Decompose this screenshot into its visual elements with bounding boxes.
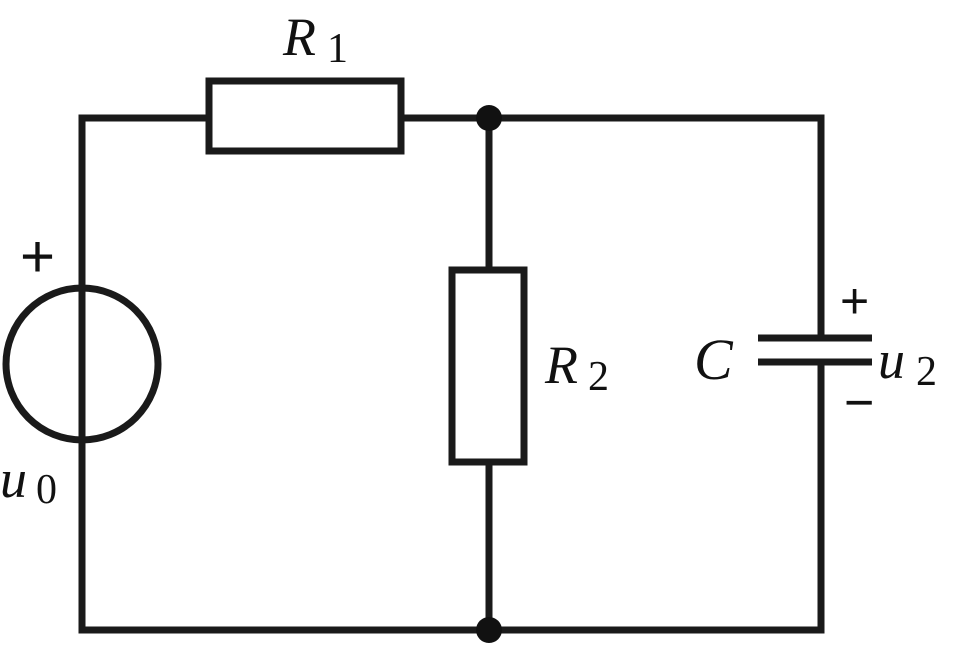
capacitor xyxy=(758,334,872,366)
source-plus-sign: + xyxy=(20,223,55,290)
junction-node-bottom xyxy=(476,617,502,643)
output-minus-sign: − xyxy=(844,374,874,432)
wires xyxy=(78,114,825,634)
junction-node-top xyxy=(476,105,502,131)
voltage-source xyxy=(2,284,162,444)
label-r2-symbol: R xyxy=(544,335,578,395)
label-output-symbol: u xyxy=(878,330,905,390)
label-output: + u 2 − xyxy=(840,273,937,432)
label-capacitor: C xyxy=(694,327,734,392)
resistor-r1 xyxy=(205,77,405,155)
output-plus-sign: + xyxy=(840,273,869,329)
label-r2: R 2 xyxy=(544,335,609,400)
resistor-r2 xyxy=(448,266,528,466)
label-r1: R 1 xyxy=(282,7,348,72)
label-output-index: 2 xyxy=(916,349,937,395)
label-r2-index: 2 xyxy=(588,354,609,400)
label-r1-symbol: R xyxy=(282,7,316,67)
label-source-index: 0 xyxy=(36,467,57,513)
label-source: + u 0 xyxy=(0,223,57,513)
label-capacitor-symbol: C xyxy=(694,327,734,392)
label-source-symbol: u xyxy=(0,449,27,509)
label-r1-index: 1 xyxy=(327,26,348,72)
